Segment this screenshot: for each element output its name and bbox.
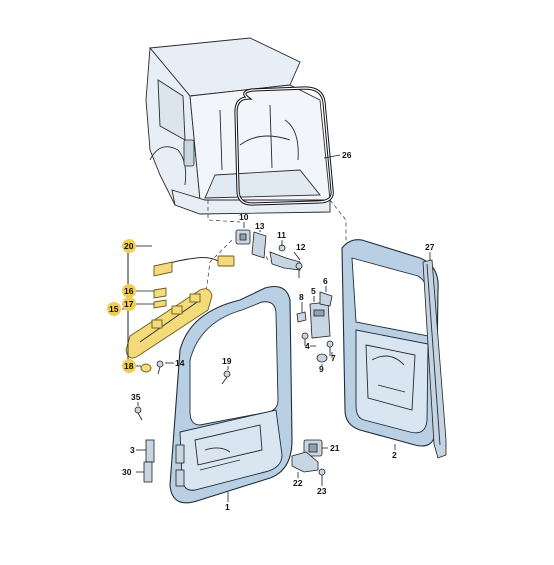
part-11-hinge: [269, 244, 301, 271]
label-12: 12: [296, 242, 306, 252]
part-9-washer: [316, 353, 328, 363]
part-35-bolt: [134, 406, 143, 421]
label-5: 5: [311, 286, 316, 296]
label-21: 21: [330, 443, 340, 453]
door-seal-26: [234, 86, 334, 206]
label-30: 30: [122, 467, 132, 477]
highlight-markers: [107, 239, 136, 373]
part-3-strip: [145, 439, 155, 463]
part-4-bolt: [301, 332, 309, 346]
part-23-screw: [318, 468, 326, 482]
label-20: 20: [124, 241, 134, 251]
part-5-hinge: [309, 301, 331, 339]
part-labels: 26 10 13 11 12 27 6 5 8 4 7 9 14 19 35 3…: [109, 150, 435, 512]
label-4: 4: [305, 341, 310, 351]
label-16: 16: [124, 286, 134, 296]
part-14-bolt: [156, 360, 164, 375]
label-2: 2: [392, 450, 397, 460]
label-27: 27: [425, 242, 435, 252]
label-6: 6: [323, 276, 328, 286]
label-9: 9: [319, 364, 324, 374]
label-11: 11: [277, 230, 286, 240]
seal-strip-27: [422, 259, 447, 459]
label-14: 14: [175, 358, 185, 368]
label-3: 3: [130, 445, 135, 455]
part-10-bracket: [235, 229, 251, 245]
label-18: 18: [124, 361, 134, 371]
label-17: 17: [124, 299, 134, 309]
part-30-strip: [143, 461, 153, 483]
label-13: 13: [255, 221, 265, 231]
part-22-striker: [291, 451, 319, 473]
label-8: 8: [299, 292, 304, 302]
part-6-bracket: [319, 291, 333, 307]
right-rear-door: [341, 239, 439, 447]
label-26: 26: [342, 150, 352, 160]
label-7: 7: [331, 353, 336, 363]
part-12-screw: [295, 262, 303, 278]
part-7-bolt: [326, 340, 334, 356]
label-1: 1: [225, 502, 230, 512]
label-23: 23: [317, 486, 327, 496]
label-22: 22: [293, 478, 303, 488]
part-8-bolt: [296, 311, 307, 323]
part-19-bolt: [221, 370, 231, 385]
part-13-plate: [251, 231, 267, 259]
label-15: 15: [109, 304, 119, 314]
label-19: 19: [222, 356, 232, 366]
left-rear-door: [169, 285, 293, 504]
label-35: 35: [131, 392, 141, 402]
van-rear-illustration: [145, 37, 331, 215]
label-10: 10: [239, 212, 249, 222]
